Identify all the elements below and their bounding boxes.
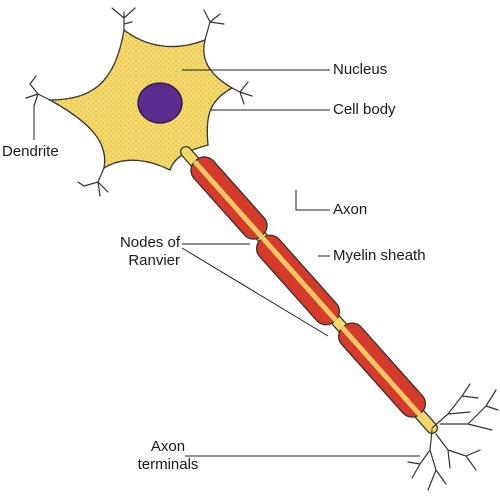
label-axon-terminals: Axon terminals — [128, 438, 208, 474]
nucleus-shape — [137, 82, 183, 124]
label-dendrite: Dendrite — [2, 143, 59, 160]
label-nucleus: Nucleus — [333, 61, 388, 78]
label-nodes-of-ranvier: Nodes of Ranvier — [96, 234, 180, 270]
dendrite-branches — [25, 7, 253, 197]
label-myelin-sheath: Myelin sheath — [333, 247, 426, 264]
label-nodes-line1: Nodes of — [119, 234, 180, 251]
leader-nodes-lower — [181, 247, 329, 337]
leader-axon — [295, 190, 318, 211]
label-nodes-line2: Ranvier — [128, 252, 180, 269]
leader-lines — [33, 69, 420, 457]
label-cell-body: Cell body — [333, 101, 396, 118]
label-axon-terminals-line1: Axon — [150, 438, 186, 455]
label-axon: Axon — [333, 201, 368, 218]
label-axon-terminals-line2: terminals — [137, 456, 199, 473]
axon-terminal-branches — [407, 383, 499, 491]
